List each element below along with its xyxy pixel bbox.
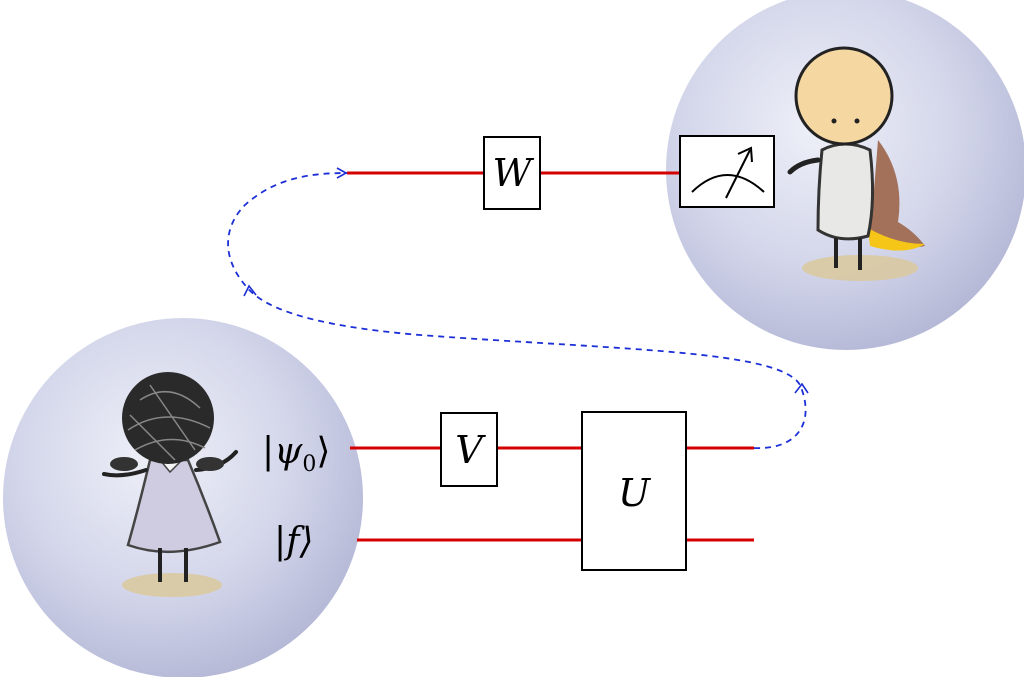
link-arrow-top xyxy=(336,167,348,179)
gate-w-label: W xyxy=(492,151,534,195)
measurement-meter-icon xyxy=(679,135,775,208)
gate-w: W xyxy=(483,136,541,210)
ket-f: |f⟩ xyxy=(274,521,314,562)
gate-v-label: V xyxy=(455,428,486,472)
caped-character-icon xyxy=(787,46,925,270)
ket-psi-close: ⟩ xyxy=(316,431,330,472)
circuit-wires xyxy=(347,171,754,542)
svg-text:|ψ0⟩: |ψ0⟩ xyxy=(262,431,330,477)
top-right-sphere xyxy=(666,0,1024,350)
ket-psi-open: |ψ xyxy=(262,431,303,472)
girl-character-icon xyxy=(102,372,238,582)
ket-psi0: |ψ0⟩ xyxy=(262,431,330,477)
gate-v: V xyxy=(440,412,498,487)
bottom-left-sphere xyxy=(3,318,363,677)
feedback-link xyxy=(227,172,807,449)
gate-u-label: U xyxy=(618,471,652,515)
ket-psi-subscript: 0 xyxy=(302,452,316,477)
link-arrow-mid xyxy=(243,284,257,297)
link-arrow-right xyxy=(794,382,809,394)
gate-u: U xyxy=(581,411,687,571)
